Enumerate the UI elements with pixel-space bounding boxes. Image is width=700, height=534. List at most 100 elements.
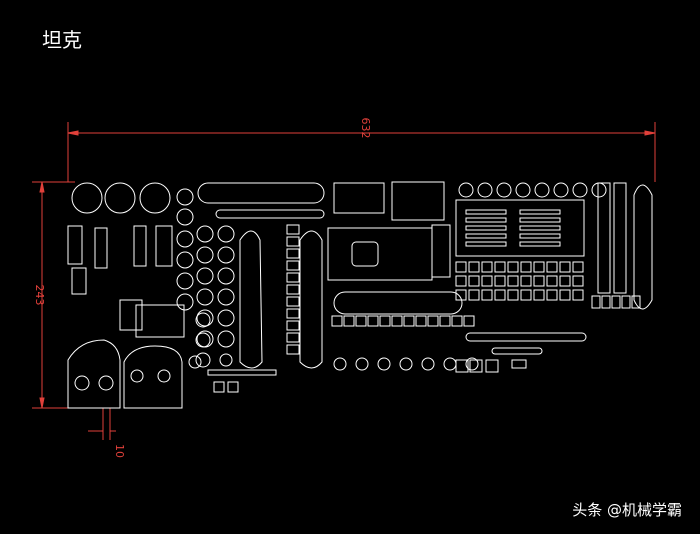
rect-part [485, 359, 499, 373]
circle-part [217, 309, 235, 327]
circle-part [188, 355, 202, 369]
rect-part [533, 261, 545, 273]
rect-part [71, 267, 87, 295]
circle-part [98, 375, 114, 391]
circle-part [71, 182, 103, 214]
rect-part [431, 224, 451, 278]
rect-part [94, 227, 108, 269]
rect-part [468, 289, 480, 301]
hull-left [239, 230, 263, 369]
rect-part [286, 224, 300, 235]
circle-part [591, 182, 607, 198]
circle-part [477, 182, 493, 198]
rect-part [455, 199, 585, 257]
circle-part [176, 272, 194, 290]
circle-part [195, 312, 211, 328]
rect-part [367, 315, 379, 327]
circle-part [196, 309, 214, 327]
circle-part [465, 357, 479, 371]
rect-part [286, 236, 300, 247]
rect-part [507, 261, 519, 273]
circle-part [217, 330, 235, 348]
circle-part [553, 182, 569, 198]
circle-part [195, 332, 211, 348]
circle-part [219, 353, 233, 367]
circle-part [217, 288, 235, 306]
rect-part [343, 315, 355, 327]
rect-part [355, 315, 367, 327]
rect-part [468, 261, 480, 273]
rect-part [546, 275, 558, 287]
rect-part [465, 225, 507, 231]
rect-part [494, 261, 506, 273]
hull-right [299, 230, 323, 369]
circle-part [176, 230, 194, 248]
rect-part [631, 295, 641, 309]
rect-part [333, 182, 385, 214]
rect-part [533, 289, 545, 301]
rect-part [391, 181, 445, 221]
rect-part [331, 315, 343, 327]
rect-part [155, 225, 173, 267]
rect-part [559, 261, 571, 273]
circle-part [515, 182, 531, 198]
rect-part [519, 241, 561, 247]
rect-part [439, 315, 451, 327]
circle-part [196, 225, 214, 243]
rect-part [494, 275, 506, 287]
rect-part [465, 233, 507, 239]
rect-part [546, 289, 558, 301]
circle-part [176, 293, 194, 311]
rect-part [227, 381, 239, 393]
rect-part [197, 182, 325, 204]
parts-layer [67, 181, 653, 409]
rect-part [491, 347, 543, 355]
rect-part [465, 332, 587, 342]
rect-part [403, 315, 415, 327]
dimension-thickness-label: 10 [113, 444, 126, 458]
rect-part [415, 315, 427, 327]
circle-part [176, 251, 194, 269]
rect-part [351, 241, 379, 267]
rect-part [213, 381, 225, 393]
rect-part [481, 289, 493, 301]
rect-part [391, 315, 403, 327]
rect-part [559, 275, 571, 287]
rect-part [572, 261, 584, 273]
rect-part [520, 261, 532, 273]
rect-part [427, 315, 439, 327]
rect-part [135, 304, 185, 338]
rect-part [520, 275, 532, 287]
circle-part [458, 182, 474, 198]
circle-part [196, 246, 214, 264]
rect-part [286, 272, 300, 283]
circle-part [496, 182, 512, 198]
circle-part [176, 188, 194, 206]
rect-part [591, 295, 601, 309]
bracket-left [67, 339, 121, 409]
circle-part [421, 357, 435, 371]
rect-part [494, 289, 506, 301]
rect-part [119, 299, 143, 331]
rect-part [465, 209, 507, 215]
rect-part [572, 275, 584, 287]
circle-part [399, 357, 413, 371]
circle-part [534, 182, 550, 198]
drawing-title: 坦克 [42, 28, 82, 52]
track-right [633, 184, 653, 310]
rect-part [327, 227, 433, 281]
rect-part [451, 315, 463, 327]
rect-part [286, 320, 300, 331]
rect-part [613, 182, 627, 294]
rect-part [519, 233, 561, 239]
rect-part [519, 225, 561, 231]
circle-part [217, 246, 235, 264]
rect-part [333, 291, 463, 315]
rect-part [465, 241, 507, 247]
rect-part [286, 308, 300, 319]
rect-part [621, 295, 631, 309]
rect-part [286, 332, 300, 343]
rect-part [597, 182, 611, 294]
rect-part [455, 261, 467, 273]
rect-part [455, 275, 467, 287]
